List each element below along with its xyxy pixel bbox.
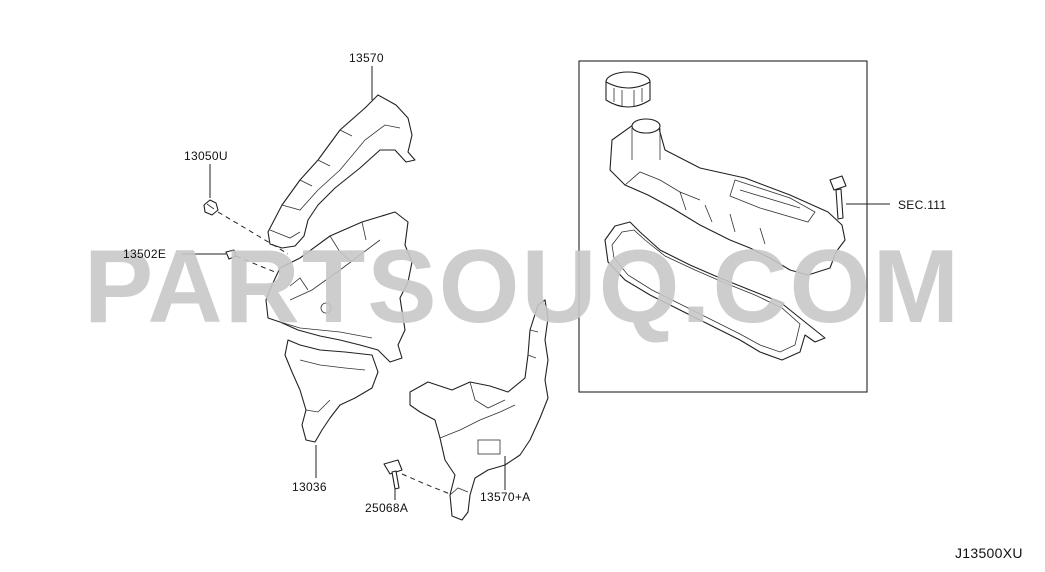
lower-cover-13036 <box>284 339 379 443</box>
callout-13502e[interactable]: 13502E <box>123 247 167 261</box>
bolt-25068a <box>383 459 403 490</box>
dash-25068a <box>401 473 451 495</box>
callout-13036[interactable]: 13036 <box>292 480 327 494</box>
callout-13050u[interactable]: 13050U <box>184 149 228 163</box>
diagram-code: J13500XU <box>955 545 1023 561</box>
inset-box <box>578 60 868 393</box>
callout-13570[interactable]: 13570 <box>349 51 384 65</box>
valve-cover-gasket <box>604 221 826 361</box>
upper-timing-cover <box>267 94 416 249</box>
callout-sec111[interactable]: SEC.111 <box>898 198 947 212</box>
timing-cover-middle <box>265 211 413 363</box>
bolt-13502e <box>225 249 237 260</box>
dash-13050u <box>217 211 289 255</box>
rear-timing-cover <box>409 299 549 521</box>
oil-filler-cap <box>605 71 651 108</box>
clip-13050u <box>203 199 219 216</box>
callout-25068a[interactable]: 25068A <box>365 501 409 515</box>
valve-cover <box>609 118 846 276</box>
callout-13570a[interactable]: 13570+A <box>480 490 531 504</box>
valve-cover-bolt <box>829 175 847 220</box>
